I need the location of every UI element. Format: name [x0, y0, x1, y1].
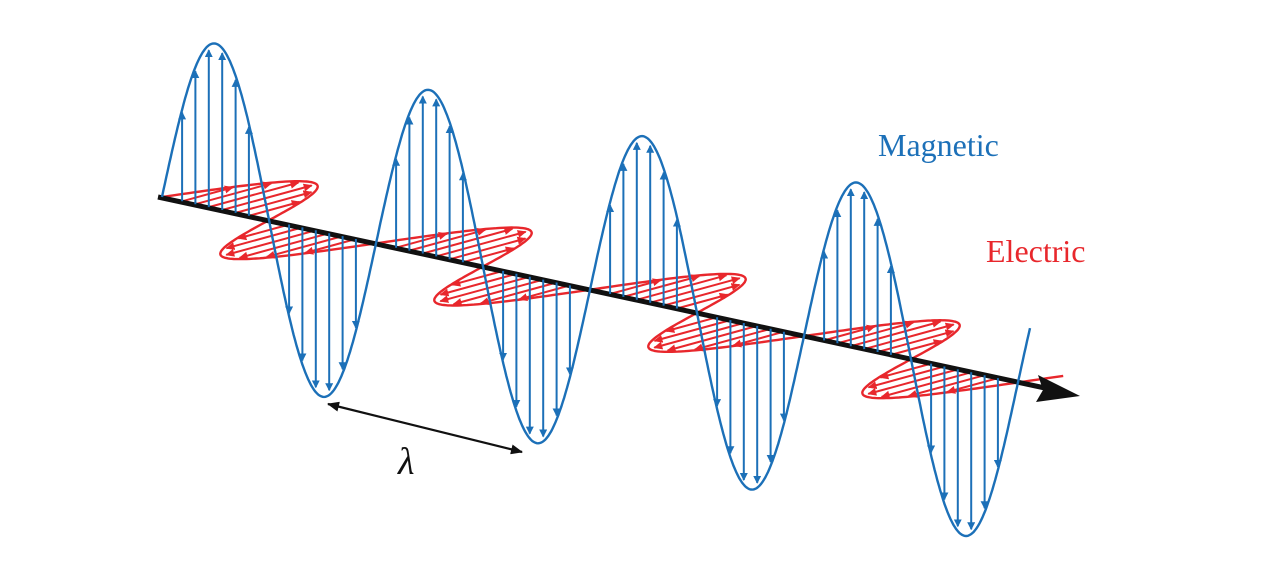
electric-field-vector: [221, 183, 313, 211]
electric-field-vector: [863, 322, 955, 351]
electric-field-vector: [181, 185, 234, 203]
electric-field-vector: [823, 324, 876, 342]
electric-field-vector: [452, 278, 544, 306]
electric-field-vector: [890, 339, 943, 356]
wavelength-arrow: [327, 401, 523, 455]
electric-field-vector: [649, 276, 741, 304]
electric-field-vector: [850, 319, 942, 348]
electric-field-vector: [435, 230, 527, 258]
electric-field-vector: [518, 284, 571, 302]
magnetic-label: Magnetic: [878, 127, 999, 163]
electric-field-vector: [609, 278, 662, 295]
electric-field-vector: [451, 269, 504, 287]
electric-field-vector: [248, 200, 301, 217]
magnetic-wave-curve: [160, 42, 1032, 538]
electric-field-vector: [238, 232, 330, 260]
electric-field-vector: [867, 368, 959, 396]
electric-field-vector: [208, 180, 300, 209]
electric-field-vector: [666, 324, 758, 353]
magnetic-field-wave: [160, 42, 1032, 538]
electric-field-vector: [879, 362, 932, 380]
electric-field-vector: [880, 371, 972, 399]
electric-field-vector: [732, 330, 785, 348]
wavelength-label: λ: [397, 441, 414, 483]
electric-field-vector: [237, 223, 290, 241]
electric-field-vector: [676, 292, 729, 310]
electric-field-vector: [422, 227, 514, 255]
electric-label: Electric: [986, 233, 1085, 269]
electric-field-vector: [462, 246, 515, 264]
electric-wave-curve: [161, 180, 1064, 400]
propagation-arrowhead: [1036, 375, 1080, 402]
electric-field-vector: [636, 273, 728, 301]
electric-field-vector: [946, 377, 999, 394]
wavelength-marker: λ: [327, 401, 523, 483]
electric-field-vector: [653, 322, 745, 350]
electric-field-vector: [665, 316, 718, 333]
electric-field-vector: [225, 229, 317, 257]
electric-field-vector: [395, 232, 448, 249]
electric-field-vector: [439, 275, 531, 303]
propagation-axis: [157, 194, 1080, 402]
electric-field-wave: [161, 180, 1064, 400]
electric-field-vector: [304, 238, 357, 255]
